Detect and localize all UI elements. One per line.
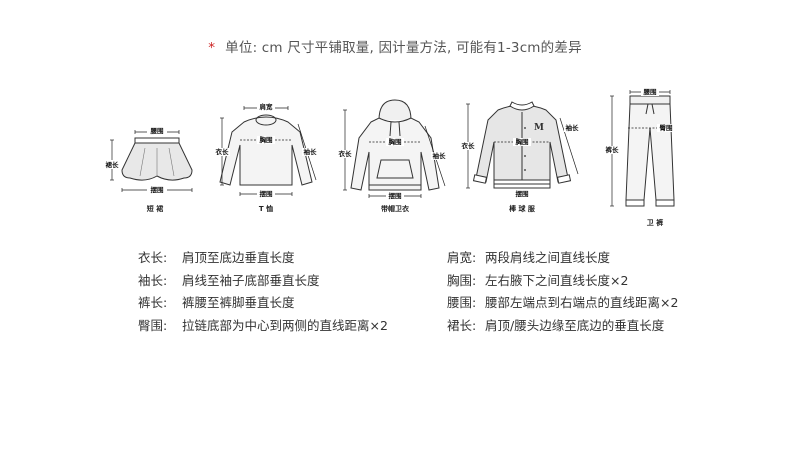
definition-term: 裤长:	[138, 295, 168, 310]
definition-desc: 拉链底部为中心到两侧的直线距离×2	[182, 317, 388, 333]
hoodie-drawing: 胸围 衣长 袖长 摆围	[337, 99, 447, 200]
skirt-hem-label: 摆围	[151, 185, 165, 194]
definition-row: 裤长: 裤腰至裤脚垂直长度	[138, 292, 388, 315]
hoodie-sleeve-label: 袖长	[433, 151, 447, 160]
jacket-length-label: 衣长	[462, 141, 476, 150]
hoodie-length-label: 衣长	[339, 149, 353, 158]
definition-desc: 肩顶/腰头边缘至底边的垂直长度	[485, 317, 665, 333]
skirt-drawing: 腰围 裙长 摆围	[104, 126, 193, 194]
tshirt-caption: T 恤	[258, 205, 274, 213]
definitions-left: 衣长: 肩顶至底边垂直长度 袖长: 肩线至袖子底部垂直长度 裤长: 裤腰至裤脚垂直长度…	[138, 247, 388, 337]
tshirt-length-label: 衣长	[216, 147, 230, 156]
pants-length-label: 裤长	[605, 145, 620, 154]
definition-term: 肩宽:	[447, 250, 477, 265]
definition-row: 肩宽: 两段肩线之间直线长度	[447, 247, 678, 270]
definition-term: 臀围:	[138, 317, 168, 333]
hoodie-chest-label: 胸围	[389, 137, 403, 146]
pants-hip-label: 臀围	[660, 123, 674, 132]
jacket-letter-graphic: M	[534, 123, 544, 133]
definitions-right: 肩宽: 两段肩线之间直线长度 胸围: 左右腋下之间直线长度×2 腰围: 腰部左端点到右…	[447, 247, 678, 337]
definition-row: 衣长: 肩顶至底边垂直长度	[138, 247, 388, 270]
hoodie-figure: 胸围 衣长 袖长 摆围 带帽卫衣	[335, 90, 455, 213]
star-icon: *	[208, 40, 216, 56]
definition-term: 胸围:	[447, 272, 477, 288]
jacket-sleeve-label: 袖长	[566, 123, 580, 132]
pants-waist-label: 腰围	[643, 87, 658, 96]
definition-desc: 腰部左端点到右端点的直线距离×2	[485, 295, 679, 310]
sweatpants-figure: 腰围 臀围 裤长 卫 裤	[600, 87, 695, 227]
definition-row: 臀围: 拉链底部为中心到两侧的直线距离×2	[138, 315, 388, 338]
definition-row: 裙长: 肩顶/腰头边缘至底边的垂直长度	[447, 315, 678, 338]
tshirt-sleeve-label: 袖长	[304, 147, 318, 156]
baseball-jacket-caption: 棒 球 服	[509, 205, 535, 213]
sweatpants-drawing: 腰围 臀围 裤长	[604, 87, 675, 207]
skirt-caption: 短 裙	[146, 205, 164, 213]
sweatpants-caption: 卫 裤	[646, 219, 664, 227]
definition-desc: 左右腋下之间直线长度×2	[485, 272, 629, 288]
skirt-length-label: 裙长	[106, 160, 120, 169]
header-note: * 单位: cm 尺寸平铺取量, 因计量方法, 可能有1-3cm的差异	[0, 36, 790, 56]
definition-term: 衣长:	[138, 250, 168, 265]
hoodie-caption: 带帽卫衣	[381, 205, 409, 213]
jacket-chest-label: 胸围	[516, 137, 530, 146]
definition-desc: 两段肩线之间直线长度	[485, 250, 611, 265]
definition-row: 腰围: 腰部左端点到右端点的直线距离×2	[447, 292, 678, 315]
definition-term: 腰围:	[447, 295, 477, 310]
definition-desc: 裤腰至裤脚垂直长度	[182, 295, 295, 310]
definition-desc: 肩线至袖子底部垂直长度	[182, 272, 320, 288]
header-text: 单位: cm 尺寸平铺取量, 因计量方法, 可能有1-3cm的差异	[225, 40, 582, 56]
tshirt-drawing: 肩宽 胸围 衣长 袖长 摆围	[214, 102, 318, 198]
definition-row: 袖长: 肩线至袖子底部垂直长度	[138, 270, 388, 293]
definition-term: 裙长:	[447, 317, 477, 333]
baseball-jacket-figure: M 胸围 衣长 袖长 摆围 棒 球 服	[460, 90, 585, 213]
hoodie-hem-label: 摆围	[389, 191, 403, 200]
definition-desc: 肩顶至底边垂直长度	[182, 250, 295, 265]
definition-row: 胸围: 左右腋下之间直线长度×2	[447, 270, 678, 293]
skirt-waist-label: 腰围	[150, 126, 165, 135]
tshirt-chest-label: 胸围	[260, 135, 274, 144]
tshirt-shoulder-label: 肩宽	[259, 102, 274, 111]
skirt-figure: 腰围 裙长 摆围 短 裙	[100, 90, 210, 213]
definition-term: 袖长:	[138, 272, 168, 288]
tshirt-figure: 肩宽 胸围 衣长 袖长 摆围 T 恤	[212, 90, 327, 213]
jacket-hem-label: 摆围	[516, 189, 530, 198]
tshirt-hem-label: 摆围	[260, 189, 274, 198]
baseball-jacket-drawing: M 胸围 衣长 袖长 摆围	[460, 101, 580, 198]
